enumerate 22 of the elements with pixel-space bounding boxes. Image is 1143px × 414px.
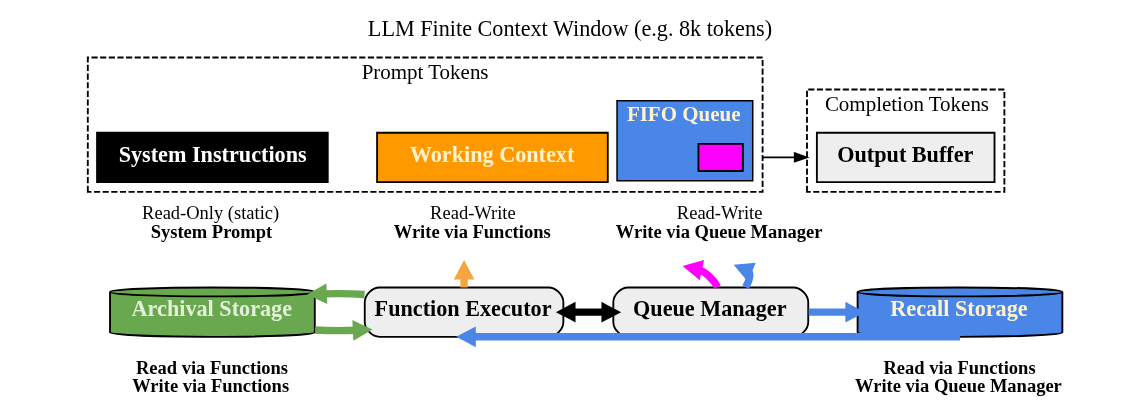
node-box: System Instructions (95, 131, 329, 183)
node-box (697, 142, 744, 172)
arrow (555, 301, 621, 323)
arrow (306, 283, 365, 305)
node-box: Output Buffer (815, 131, 995, 183)
node-label: Read-Write (429, 203, 516, 224)
arrow (314, 320, 373, 341)
node-label: Write via Queue Manager (854, 376, 1062, 397)
arrow (761, 151, 809, 163)
node-label: Read-Only (static) (141, 203, 279, 224)
node-box: Function Executor (363, 286, 564, 338)
diagram-title: LLM Finite Context Window (e.g. 8k tokens) (367, 15, 772, 41)
node-label: Write via Functions (131, 376, 289, 397)
node-label: Write via Queue Manager (615, 221, 823, 242)
node-box: Working Context (375, 131, 609, 183)
arrow (455, 326, 960, 348)
node-label: Write via Functions (393, 221, 551, 242)
node-label: Read via Functions (135, 357, 288, 378)
arrow (682, 260, 721, 289)
node-label: Read via Functions (882, 357, 1036, 378)
node-label: Read-Write (676, 203, 762, 224)
cluster: FIFO Queue (615, 99, 753, 182)
